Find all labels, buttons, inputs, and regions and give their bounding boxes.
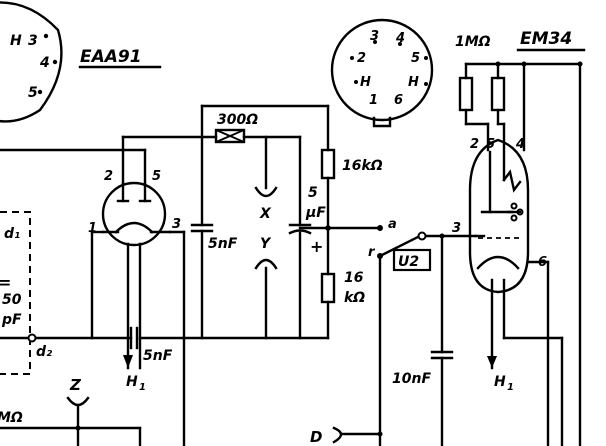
node-d2-label: d₂ xyxy=(36,344,53,360)
resistor-1meg-b xyxy=(490,76,506,112)
resistor-16k-bottom xyxy=(320,272,336,304)
tube-em34-title: EM34 xyxy=(520,29,572,49)
socket-left-pin-3: 3 xyxy=(28,33,38,49)
cap-left-eq: = xyxy=(0,273,11,292)
eaa91-pin-1: 1 xyxy=(88,221,97,236)
socket-right-pin-h1: H xyxy=(360,75,371,90)
node-r-label: r xyxy=(368,245,376,260)
tube-em34: 2 5 4 3 6 H 1 xyxy=(452,137,547,393)
h1-right-label: H xyxy=(494,374,506,390)
em34-pin-4: 4 xyxy=(515,137,525,152)
eaa91-pin-5: 5 xyxy=(152,169,161,184)
tube-eaa91: 2 5 1 3 H 1 xyxy=(88,148,181,393)
h1-left-sub: 1 xyxy=(139,382,146,393)
socket-right-pin-1: 1 xyxy=(369,93,378,108)
socket-left-pin-h: H xyxy=(10,33,22,49)
node-x-label: X xyxy=(259,206,272,222)
socket-right-pin-2: 2 xyxy=(357,51,366,66)
h1-left-label: H xyxy=(126,374,138,390)
resistor-16k-top-label: 16kΩ xyxy=(342,158,383,174)
h1-right-sub: 1 xyxy=(507,382,514,393)
resistor-300-label: 300Ω xyxy=(217,112,258,128)
node-d-label: D xyxy=(310,428,322,446)
left-edge-label: MΩ xyxy=(0,410,23,426)
socket-right-pin-4: 4 xyxy=(395,31,405,46)
cap-left-value: 50 xyxy=(2,292,22,308)
resistor-16k-top xyxy=(320,148,336,180)
capacitor-5nf-bottom: 5nF xyxy=(126,326,173,364)
eaa91-pin-3: 3 xyxy=(172,217,181,232)
tube-eaa91-title: EAA91 xyxy=(80,47,142,67)
dashed-box-left xyxy=(0,211,31,375)
node-d1-label: d₁ xyxy=(4,226,20,242)
em34-pin-3: 3 xyxy=(452,221,461,236)
em34-pin-5: 5 xyxy=(486,137,495,152)
resistor-1meg-a xyxy=(458,76,474,112)
capacitor-5uf-plus: + xyxy=(310,237,323,256)
socket-right-pin-5: 5 xyxy=(411,51,420,66)
socket-left-pin-5: 5 xyxy=(28,85,38,101)
socket-right: 3 4 2 5 H H 1 6 xyxy=(330,18,434,128)
node-z-label: Z xyxy=(69,376,82,394)
capacitor-5uf: 5 µF + xyxy=(288,185,326,256)
capacitor-10nf-label: 10nF xyxy=(392,371,431,387)
em34-pin-2: 2 xyxy=(470,137,479,152)
resistor-16k-bottom-unit: kΩ xyxy=(344,290,365,306)
socket-left-pin-4: 4 xyxy=(39,55,50,71)
resistor-1meg-label: 1MΩ xyxy=(455,34,491,50)
resistor-16k-bottom-num: 16 xyxy=(344,270,364,286)
capacitor-5nf-bottom-label: 5nF xyxy=(143,348,173,364)
socket-right-pin-6: 6 xyxy=(394,93,403,108)
node-y-label: Y xyxy=(260,236,272,252)
capacitor-5uf-unit: µF xyxy=(305,205,326,221)
capacitor-5uf-value: 5 xyxy=(308,185,318,201)
capacitor-5nf-left: 5nF xyxy=(190,223,238,252)
u2-box xyxy=(392,248,432,272)
socket-right-pin-3: 3 xyxy=(370,29,379,44)
node-a-label: a xyxy=(388,217,397,232)
eaa91-pin-2: 2 xyxy=(104,169,113,184)
socket-left: H 3 4 5 xyxy=(0,1,63,123)
cap-left-unit: pF xyxy=(1,312,22,328)
u2-label: U2 xyxy=(398,254,419,270)
capacitor-5nf-left-label: 5nF xyxy=(208,236,238,252)
socket-right-pin-h2: H xyxy=(408,75,419,90)
